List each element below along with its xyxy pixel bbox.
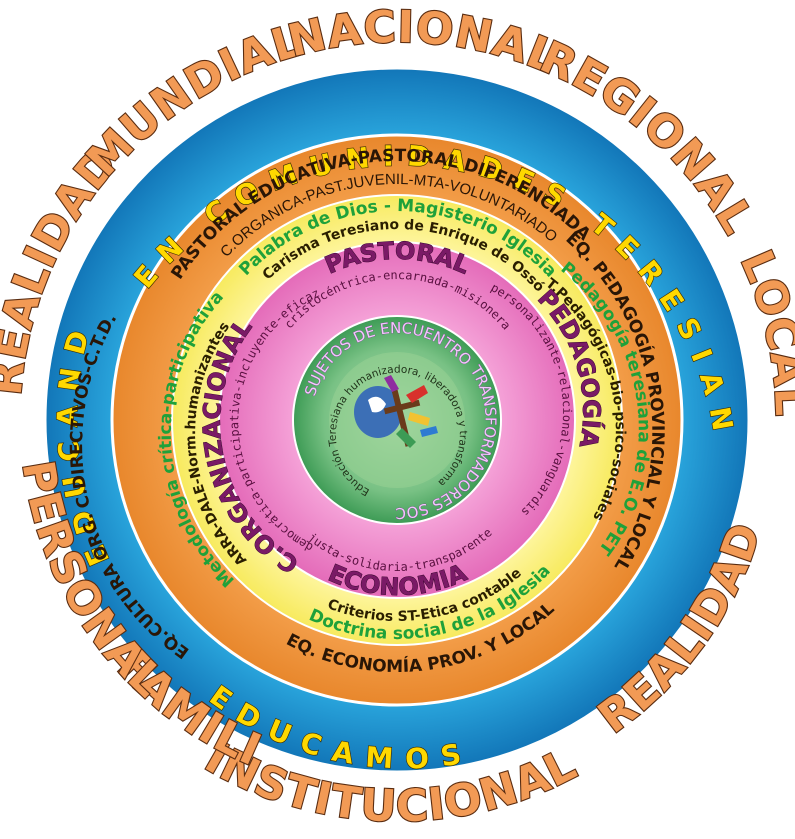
- teresian-emblem-icon: [354, 375, 438, 448]
